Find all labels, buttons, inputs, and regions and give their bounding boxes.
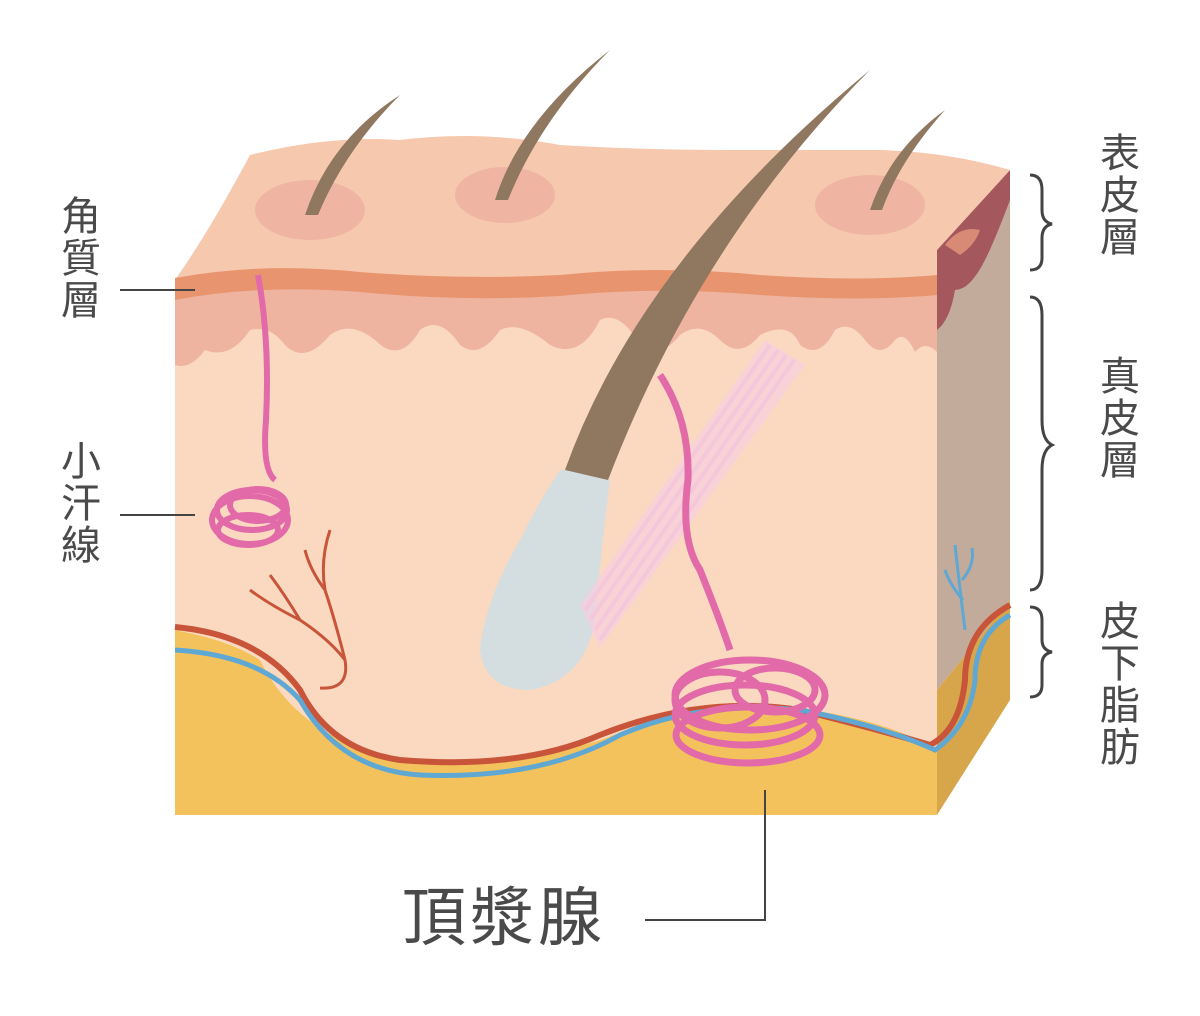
artery [174,602,1012,766]
pore-highlight [815,175,925,235]
block-side-face [937,170,1010,815]
eccrine-sweat-gland [209,274,291,548]
hair-follicle [480,470,610,690]
dermis-papillae [175,285,937,366]
label-subcutaneous-fat: 皮下脂肪 [1093,600,1139,768]
stratum-corneum-band [175,268,937,300]
label-eccrine-gland: 小汗線 [54,440,100,566]
hair-strands [305,50,945,480]
label-apocrine-gland: 頂漿腺 [402,882,606,956]
label-dermis: 真皮層 [1093,355,1139,481]
epidermis-surface [175,136,1010,280]
subcutaneous-fat-layer [175,630,937,815]
vessel-branch [249,529,348,690]
vein [174,612,1012,778]
braces [1029,173,1056,699]
capillaries-right [943,544,974,631]
label-epidermis: 表皮層 [1093,132,1139,258]
leader-lines [120,289,766,921]
apocrine-gland [657,373,829,767]
label-stratum-corneum: 角質層 [54,195,100,321]
